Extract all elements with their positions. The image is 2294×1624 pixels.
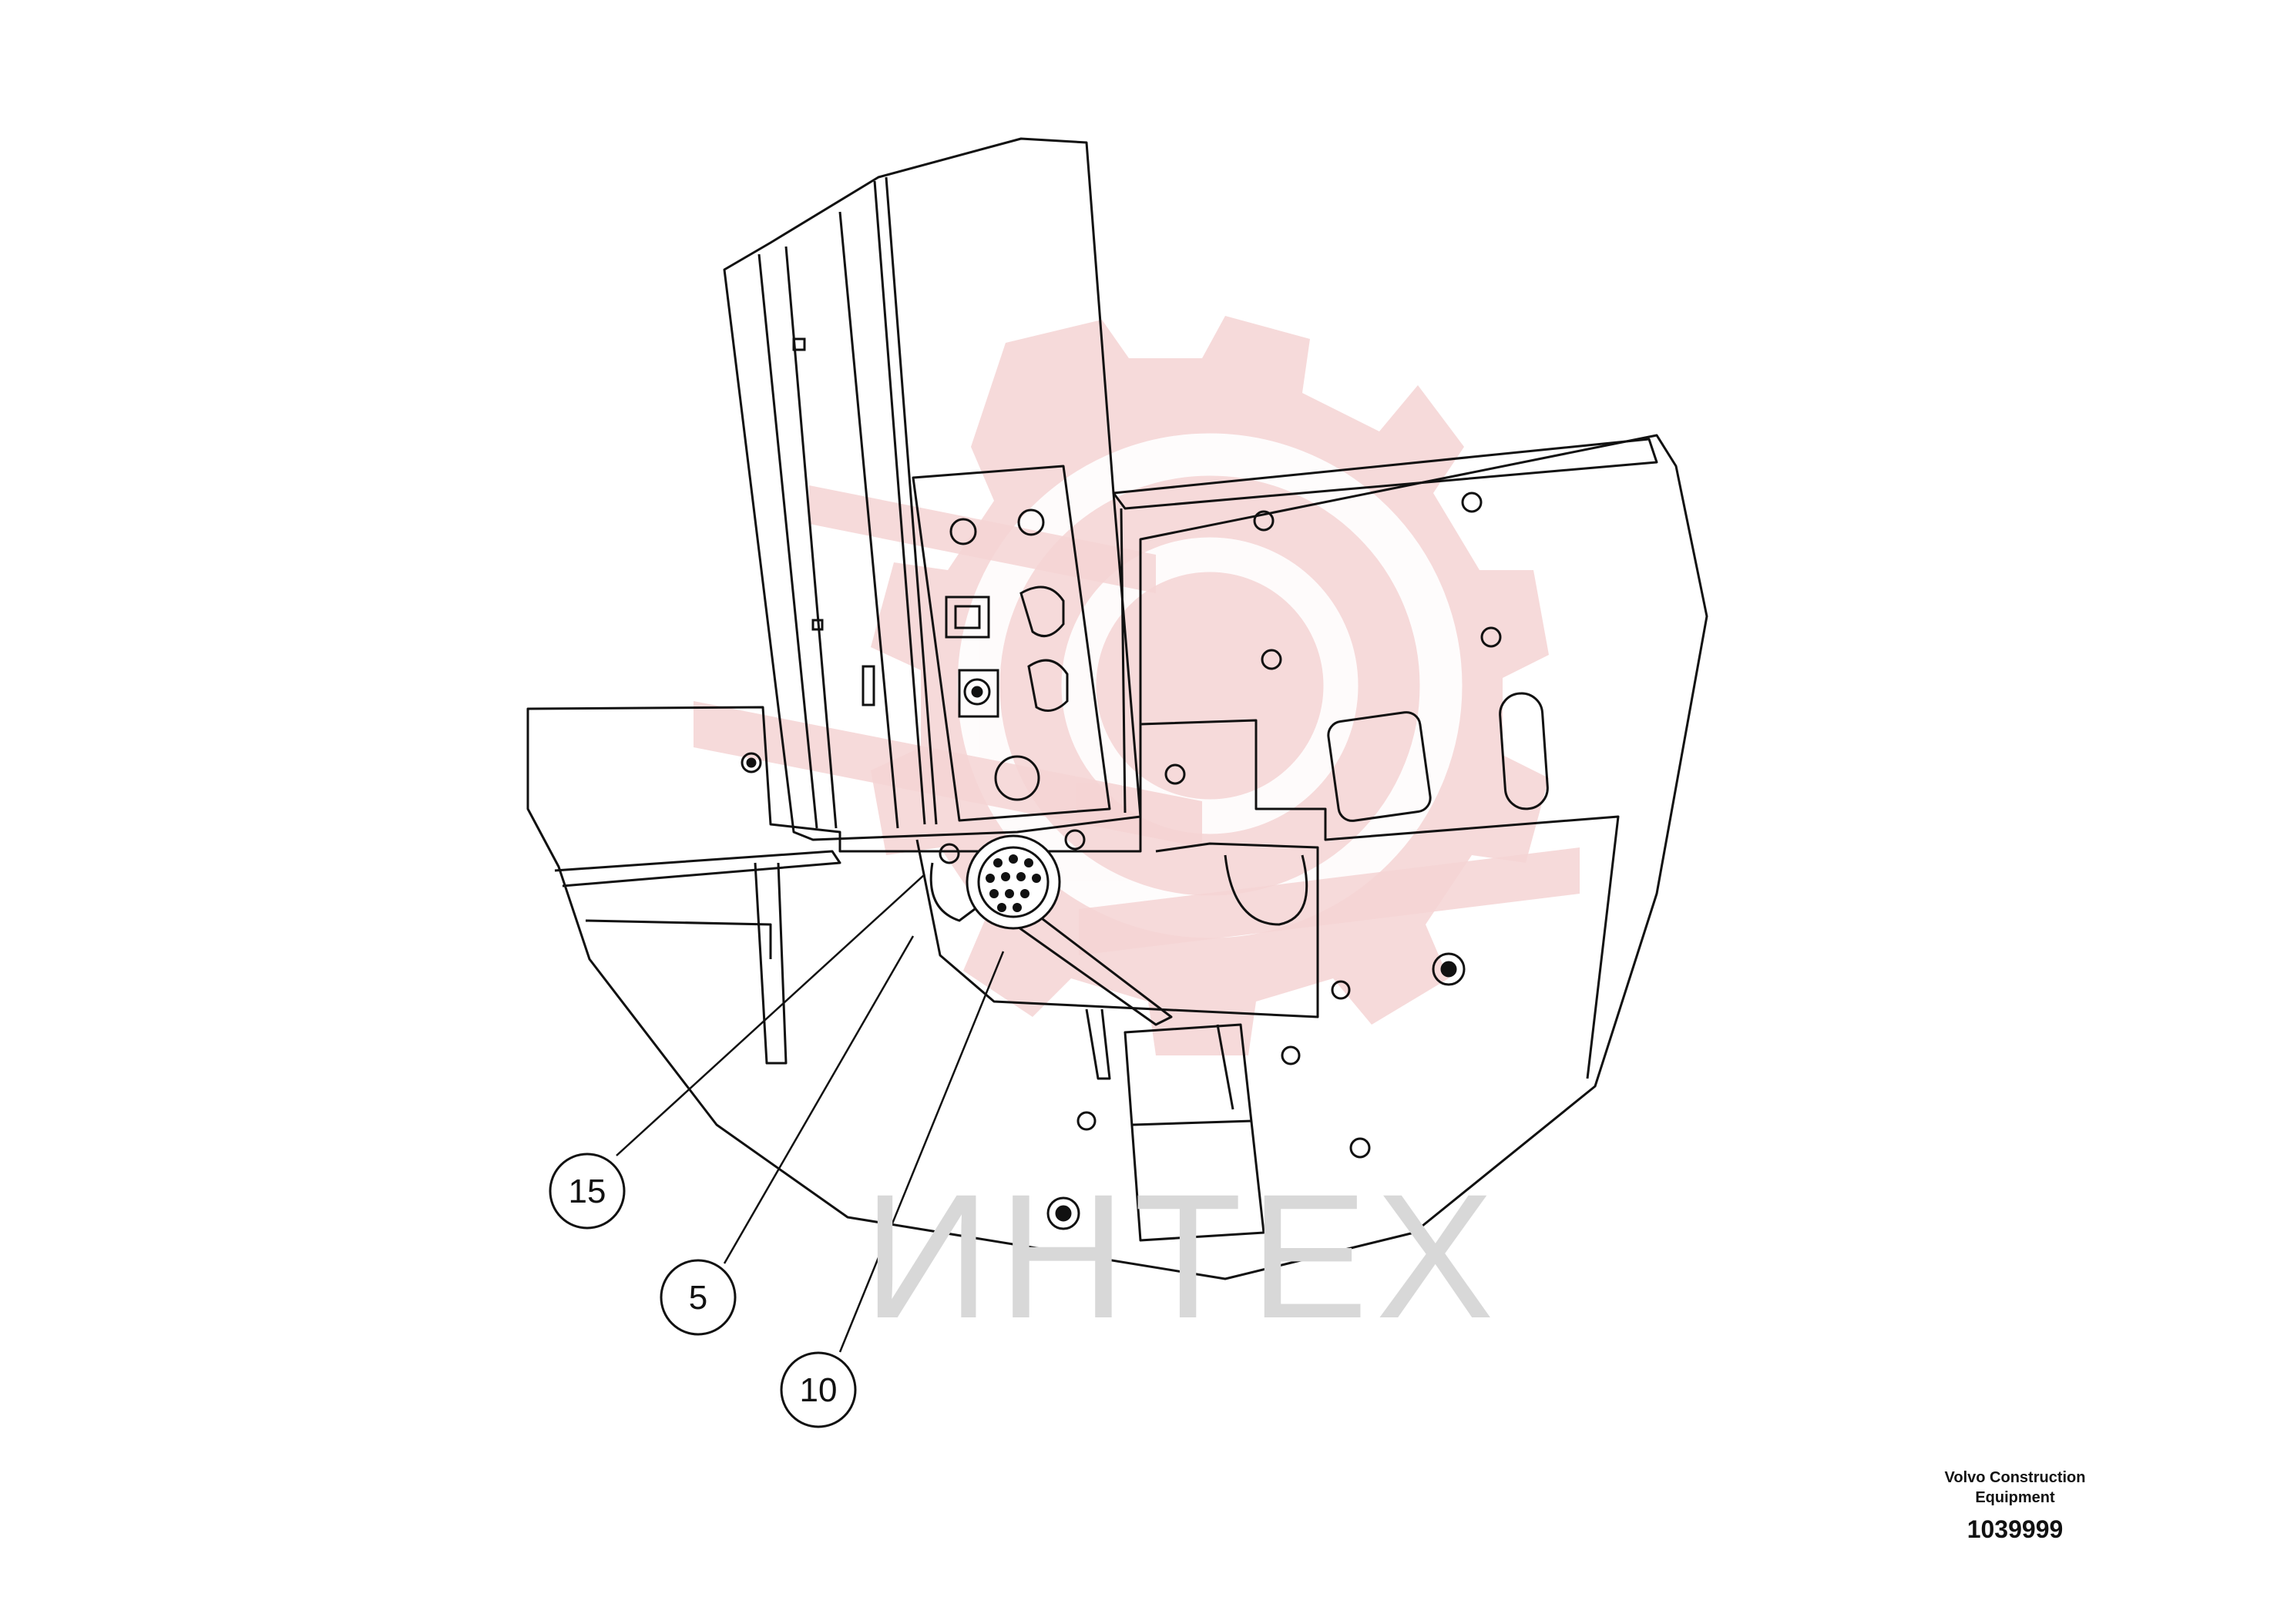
leader-line-10 (838, 951, 1005, 1353)
leader-lines (616, 874, 1005, 1353)
watermark-text: ИНТЕХ (863, 1157, 1502, 1355)
fasteners (741, 492, 1502, 1230)
svg-text:15: 15 (569, 1173, 606, 1210)
callout-15: 15 (549, 1153, 626, 1230)
org-name-line2: Equipment (1975, 1489, 2055, 1506)
svg-text:5: 5 (689, 1279, 707, 1317)
panel-switches (792, 337, 1069, 801)
round-connector-icon (929, 829, 1086, 930)
svg-text:10: 10 (800, 1371, 838, 1409)
callout-5: 5 (660, 1259, 737, 1336)
callout-10: 10 (780, 1351, 857, 1428)
leader-line-15 (616, 874, 925, 1156)
part-outline (526, 137, 1708, 1280)
title-block: Volvo Construction Equipment 1039999 (1923, 1468, 2108, 1544)
org-name-line1: Volvo Construction (1944, 1469, 2086, 1486)
drawing-number: 1039999 (1967, 1515, 2064, 1543)
leader-line-5 (723, 935, 915, 1264)
